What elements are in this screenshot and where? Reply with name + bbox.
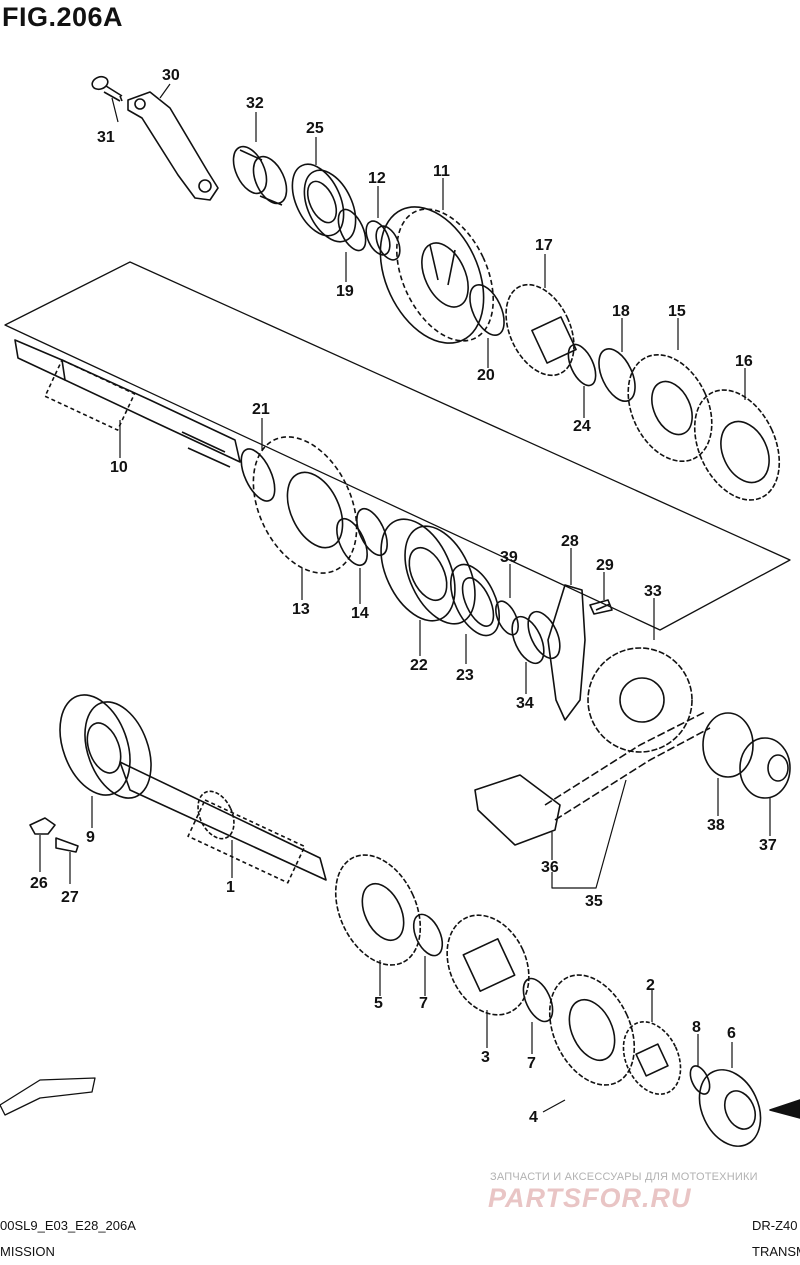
bolt-29 <box>589 599 613 615</box>
label-4: 4 <box>529 1109 538 1126</box>
gear-4 <box>548 974 636 1086</box>
direction-arrow <box>0 1077 96 1116</box>
bearing-25 <box>291 163 357 243</box>
label-2: 2 <box>646 977 655 994</box>
label-26: 26 <box>30 875 48 892</box>
label-6: 6 <box>727 1025 736 1042</box>
gear-2 <box>622 1021 682 1095</box>
circlip-7b <box>522 977 554 1023</box>
label-27: 27 <box>61 889 79 906</box>
label-7a: 7 <box>419 995 428 1012</box>
label-1: 1 <box>226 879 235 896</box>
bearing-9 <box>59 694 152 799</box>
shift-lever-30 <box>127 91 219 201</box>
label-30: 30 <box>162 67 180 84</box>
screw-31 <box>91 75 123 102</box>
watermark-tagline: ЗАПЧАСТИ И АКСЕССУАРЫ ДЛЯ МОТОТЕХНИКИ <box>490 1171 758 1183</box>
gear-3 <box>446 914 530 1016</box>
label-36: 36 <box>541 859 559 876</box>
label-16: 16 <box>735 353 753 370</box>
label-29: 29 <box>596 557 614 574</box>
retainer-26 <box>29 817 56 835</box>
bearing-22 <box>380 518 476 625</box>
label-22: 22 <box>410 657 428 674</box>
chain-joint-36 <box>474 774 561 846</box>
label-13: 13 <box>292 601 310 618</box>
countershaft-10 <box>14 339 241 468</box>
label-20: 20 <box>477 367 495 384</box>
watermark-logo: PARTSFOR.RU <box>488 1183 692 1213</box>
label-32: 32 <box>246 95 264 112</box>
label-18: 18 <box>612 303 630 320</box>
gear-16 <box>693 389 781 501</box>
footer-left-code: 00SL9_E03_E28_206A <box>0 1218 136 1233</box>
label-8: 8 <box>692 1019 701 1036</box>
part-labels: 1 2 3 4 5 6 7 7 8 9 10 11 12 13 14 15 16… <box>30 67 777 1126</box>
label-31: 31 <box>97 129 115 146</box>
gear-11 <box>379 206 495 344</box>
spacer-34 <box>511 610 561 665</box>
footer-right-code: DR-Z40 <box>752 1218 798 1233</box>
screw-27 <box>55 837 79 853</box>
washer-19 <box>337 208 367 252</box>
circlip-24 <box>567 343 597 387</box>
washer-18 <box>598 348 636 402</box>
oil-seal-23 <box>449 563 501 637</box>
label-25: 25 <box>306 120 324 137</box>
sprocket-33 <box>587 647 693 753</box>
nut-37 <box>739 737 791 799</box>
chain-35 <box>544 711 711 821</box>
label-17: 17 <box>535 237 553 254</box>
figure-title: FIG.206A <box>2 2 124 32</box>
circlip-7a <box>412 913 444 957</box>
label-37: 37 <box>759 837 777 854</box>
label-21: 21 <box>252 401 270 418</box>
label-34: 34 <box>516 695 534 712</box>
label-39: 39 <box>500 549 518 566</box>
washer-21 <box>240 448 276 502</box>
label-7b: 7 <box>527 1055 536 1072</box>
label-5: 5 <box>374 995 383 1012</box>
label-35: 35 <box>585 893 603 910</box>
label-14: 14 <box>351 605 369 622</box>
label-10: 10 <box>110 459 128 476</box>
gear-15 <box>627 353 713 463</box>
footer-left-caption: MISSION <box>0 1244 55 1259</box>
label-3: 3 <box>481 1049 490 1066</box>
label-28: 28 <box>561 533 579 550</box>
washer-20 <box>469 284 505 336</box>
gear-17 <box>505 283 577 377</box>
lock-washer-38 <box>702 712 754 778</box>
o-ring-39 <box>495 600 519 636</box>
gear-5 <box>334 854 422 966</box>
bearing-6 <box>698 1069 762 1147</box>
label-23: 23 <box>456 667 474 684</box>
label-9: 9 <box>86 829 95 846</box>
driveshaft-1 <box>119 761 327 884</box>
label-33: 33 <box>644 583 662 600</box>
plate-28 <box>547 584 586 721</box>
bushing-14 <box>336 507 388 567</box>
label-11: 11 <box>433 163 450 180</box>
group-frame <box>4 261 791 631</box>
bushing-32 <box>232 145 288 206</box>
gear-13 <box>252 436 358 574</box>
label-12: 12 <box>368 170 386 187</box>
footer-right-caption: TRANSM <box>752 1244 800 1259</box>
corner-marker <box>769 1099 800 1119</box>
label-24: 24 <box>573 418 591 435</box>
label-19: 19 <box>336 283 354 300</box>
label-38: 38 <box>707 817 725 834</box>
label-15: 15 <box>668 303 686 320</box>
